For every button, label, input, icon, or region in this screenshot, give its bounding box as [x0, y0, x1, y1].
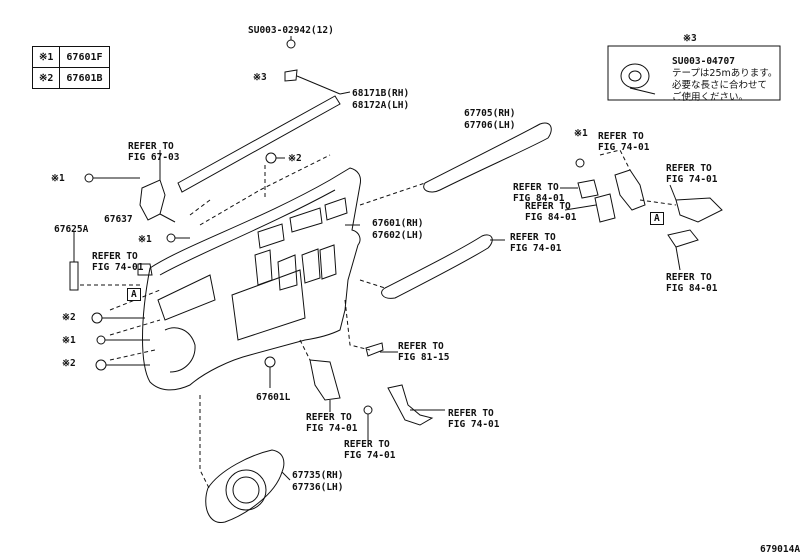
refer-label: REFER TO — [92, 251, 138, 262]
note-text: ご使用ください。 — [672, 92, 749, 103]
refer-label: FIG 74-01 — [666, 174, 718, 185]
refer-label: REFER TO — [513, 182, 559, 193]
refer-label: REFER TO — [448, 408, 494, 419]
part-label: 67736(LH) — [292, 482, 344, 493]
part-label: 68171B(RH) — [352, 88, 410, 99]
refer-label: FIG 74-01 — [448, 419, 500, 430]
note-mark: ※3 — [683, 33, 697, 44]
refer-label: REFER TO — [598, 131, 644, 142]
mark-label: ※2 — [288, 153, 302, 164]
mark-label: ※1 — [51, 173, 65, 184]
legend-mark: ※2 — [31, 67, 61, 89]
mark-label: ※3 — [253, 72, 267, 83]
refer-label: FIG 74-01 — [510, 243, 562, 254]
mark-label: ※1 — [62, 335, 76, 346]
callout-a: A — [650, 212, 664, 225]
part-label: 67625A — [54, 224, 89, 235]
upper-trim-panel — [423, 122, 552, 193]
refer-label: FIG 84-01 — [525, 212, 577, 223]
speaker-grille — [205, 449, 285, 523]
note-text: 必要な長さに合わせて — [672, 80, 768, 91]
refer-label: FIG 84-01 — [666, 283, 718, 294]
part-label: 67637 — [104, 214, 133, 225]
clip-icon — [286, 39, 296, 49]
refer-label: FIG 74-01 — [92, 262, 144, 273]
legend-part: 67601F — [59, 46, 110, 68]
refer-label: FIG 81-15 — [398, 352, 450, 363]
refer-label: FIG 74-01 — [344, 450, 396, 461]
refer-label: FIG 67-03 — [128, 152, 180, 163]
refer-label: REFER TO — [128, 141, 174, 152]
armrest-trim — [381, 234, 493, 299]
note-text: テープは25mあります。 — [672, 68, 778, 79]
refer-label: FIG 74-01 — [598, 142, 650, 153]
refer-label: REFER TO — [398, 341, 444, 352]
part-label: 68172A(LH) — [352, 100, 410, 111]
legend-table: ※1 67601F ※2 67601B — [31, 46, 110, 89]
mark-label: ※2 — [62, 358, 76, 369]
refer-label: REFER TO — [306, 412, 352, 423]
mark-label: ※1 — [138, 234, 152, 245]
part-label: 67601L — [256, 392, 291, 403]
tape-box — [607, 45, 781, 101]
refer-label: REFER TO — [666, 163, 712, 174]
part-label: 67602(LH) — [372, 230, 424, 241]
refer-label: REFER TO — [525, 201, 571, 212]
mark-label: ※2 — [62, 312, 76, 323]
refer-label: REFER TO — [666, 272, 712, 283]
refer-label: FIG 74-01 — [306, 423, 358, 434]
mark-label: ※1 — [574, 128, 588, 139]
part-label: SU003-02942(12) — [248, 25, 334, 36]
door-trim-panel — [142, 167, 361, 391]
note-part: SU003-04707 — [672, 56, 735, 67]
legend-mark: ※1 — [31, 46, 61, 68]
legend-part: 67601B — [59, 67, 110, 89]
legend-row: ※1 67601F — [31, 46, 110, 68]
legend-row: ※2 67601B — [31, 67, 110, 89]
refer-label: REFER TO — [344, 439, 390, 450]
part-label: 67601(RH) — [372, 218, 424, 229]
refer-label: FIG 84-01 — [513, 193, 565, 204]
part-label: 67705(RH) — [464, 108, 516, 119]
weatherstrip — [177, 95, 341, 193]
refer-label: REFER TO — [510, 232, 556, 243]
part-label: 67706(LH) — [464, 120, 516, 131]
part-label: 67735(RH) — [292, 470, 344, 481]
callout-a: A — [127, 288, 141, 301]
figure-id: 679014A — [760, 544, 801, 555]
